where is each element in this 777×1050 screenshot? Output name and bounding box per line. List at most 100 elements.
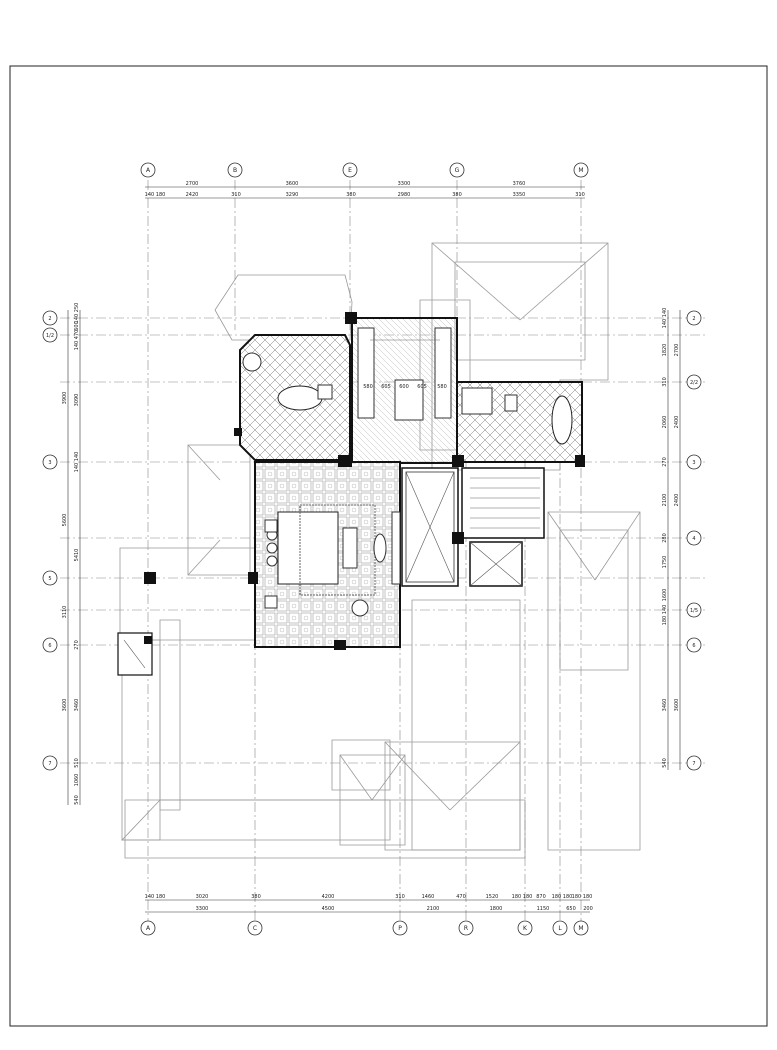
dimension-text: 2060 <box>662 416 668 429</box>
axis-bubbles-bottom: A C P R K L M <box>140 920 589 936</box>
dimension-text: 140 140 <box>662 308 668 329</box>
axis-label: M <box>578 925 583 932</box>
axis-bubble <box>686 755 702 771</box>
axis-label: 4 <box>692 536 695 542</box>
axis-bubble <box>458 920 474 936</box>
dimension-text: 2100 <box>427 906 440 912</box>
dimension-text: 2980 <box>398 192 411 198</box>
sheet-border <box>9 65 768 1027</box>
dimension-text: 510 <box>74 758 80 768</box>
top-dimensions: 2700 3600 3300 3760 140 180 2420 310 329… <box>145 181 585 199</box>
columns <box>144 312 585 650</box>
dimension-text: 470 <box>456 894 466 900</box>
dimension-text: 380 <box>452 192 462 198</box>
axis-label: 3 <box>692 460 695 466</box>
pillow <box>266 555 278 567</box>
dimension-text: 310 <box>575 192 585 198</box>
dimension-text: 140 470 <box>74 330 80 351</box>
axis-label: 2 <box>48 316 51 322</box>
axis-bubble <box>42 454 58 470</box>
dimension-text: 580 <box>363 384 373 390</box>
bench <box>342 527 358 569</box>
dimension-text: 310 <box>231 192 241 198</box>
dimension-text: 280 <box>662 533 668 543</box>
axis-label: 6 <box>692 643 695 649</box>
axis-label: 1/2 <box>46 333 54 339</box>
axis-bubble <box>686 310 702 326</box>
axis-bubble <box>517 920 533 936</box>
dimension-text: 4200 <box>322 894 335 900</box>
dimension-text: 180 140 <box>662 605 668 626</box>
axis-label: 2 <box>692 316 695 322</box>
right-dimensions: 2700 2400 2400 3600 140 140 1820 310 206… <box>662 308 681 770</box>
study-table <box>277 385 323 411</box>
dimension-text: 5410 <box>74 549 80 562</box>
dimension-text: 5600 <box>62 514 68 527</box>
dimension-text: 140 250 <box>74 303 80 324</box>
dimension-text: 180 180 <box>552 894 573 900</box>
chair <box>317 384 333 400</box>
axis-label: 2/2 <box>690 380 698 386</box>
dimension-text: 3460 <box>74 699 80 712</box>
dimension-text: 3600 <box>674 699 680 712</box>
wardrobe <box>434 327 452 419</box>
axis-label: 5 <box>48 576 51 582</box>
dimension-text: 1150 <box>537 906 550 912</box>
column <box>338 455 352 467</box>
dimension-text: 310 <box>395 894 405 900</box>
column <box>248 572 258 584</box>
axis-label: 7 <box>692 761 695 767</box>
armchair <box>242 352 262 372</box>
column <box>452 532 464 544</box>
dimension-text: 2420 <box>186 192 199 198</box>
axis-label: K <box>523 925 528 932</box>
dimension-text: 3300 <box>398 181 411 187</box>
axis-bubble <box>573 162 589 178</box>
dimension-text: 1460 <box>422 894 435 900</box>
dimension-text: 3600 <box>286 181 299 187</box>
island <box>394 379 424 421</box>
dimension-text: 3020 <box>196 894 209 900</box>
dimension-text: 2400 <box>674 416 680 429</box>
dimension-text: 1820 <box>662 344 668 357</box>
axis-bubble <box>42 755 58 771</box>
axis-bubble <box>42 310 58 326</box>
axis-label: L <box>558 925 562 932</box>
interior-dimensions: 580 605 600 605 580 <box>363 384 447 390</box>
dimension-text: 3600 <box>62 699 68 712</box>
axis-bubble <box>686 637 702 653</box>
axis-label: G <box>455 167 460 174</box>
axis-bubble <box>392 920 408 936</box>
dimension-text: 540 <box>74 795 80 805</box>
dimension-text: 600 <box>74 321 80 331</box>
nightstand <box>264 519 278 533</box>
floor-plan: 580 605 600 605 580 <box>117 312 585 676</box>
dimension-text: 1060 <box>74 774 80 787</box>
dimension-text: 605 <box>417 384 427 390</box>
dimension-text: 2700 <box>674 344 680 357</box>
dimension-text: 380 <box>251 894 261 900</box>
dimension-text: 140 140 <box>74 452 80 473</box>
axis-label: 6 <box>48 643 51 649</box>
axis-label: 7 <box>48 761 51 767</box>
dimension-text: 540 <box>662 758 668 768</box>
dimension-text: 270 <box>662 457 668 467</box>
axis-bubble <box>247 920 263 936</box>
dimension-text: 2100 <box>662 494 668 507</box>
bed <box>277 511 339 585</box>
armchair <box>373 533 387 563</box>
axis-bubbles-top: A B E G M <box>140 162 589 178</box>
column <box>144 572 156 584</box>
column <box>334 640 346 650</box>
dimension-text: 4500 <box>322 906 335 912</box>
axis-bubble <box>686 602 702 618</box>
axis-bubble <box>686 374 702 390</box>
dimension-text: 2400 <box>674 494 680 507</box>
nightstand <box>264 595 278 609</box>
dimension-text: 3300 <box>196 906 209 912</box>
dimension-text: 270 <box>74 640 80 650</box>
dimension-text: 870 <box>536 894 546 900</box>
dimension-text: 180 180 <box>572 894 593 900</box>
column <box>144 636 152 644</box>
bottom-dimensions: 140 180 3020 380 4200 310 1460 470 1520 … <box>145 894 593 913</box>
